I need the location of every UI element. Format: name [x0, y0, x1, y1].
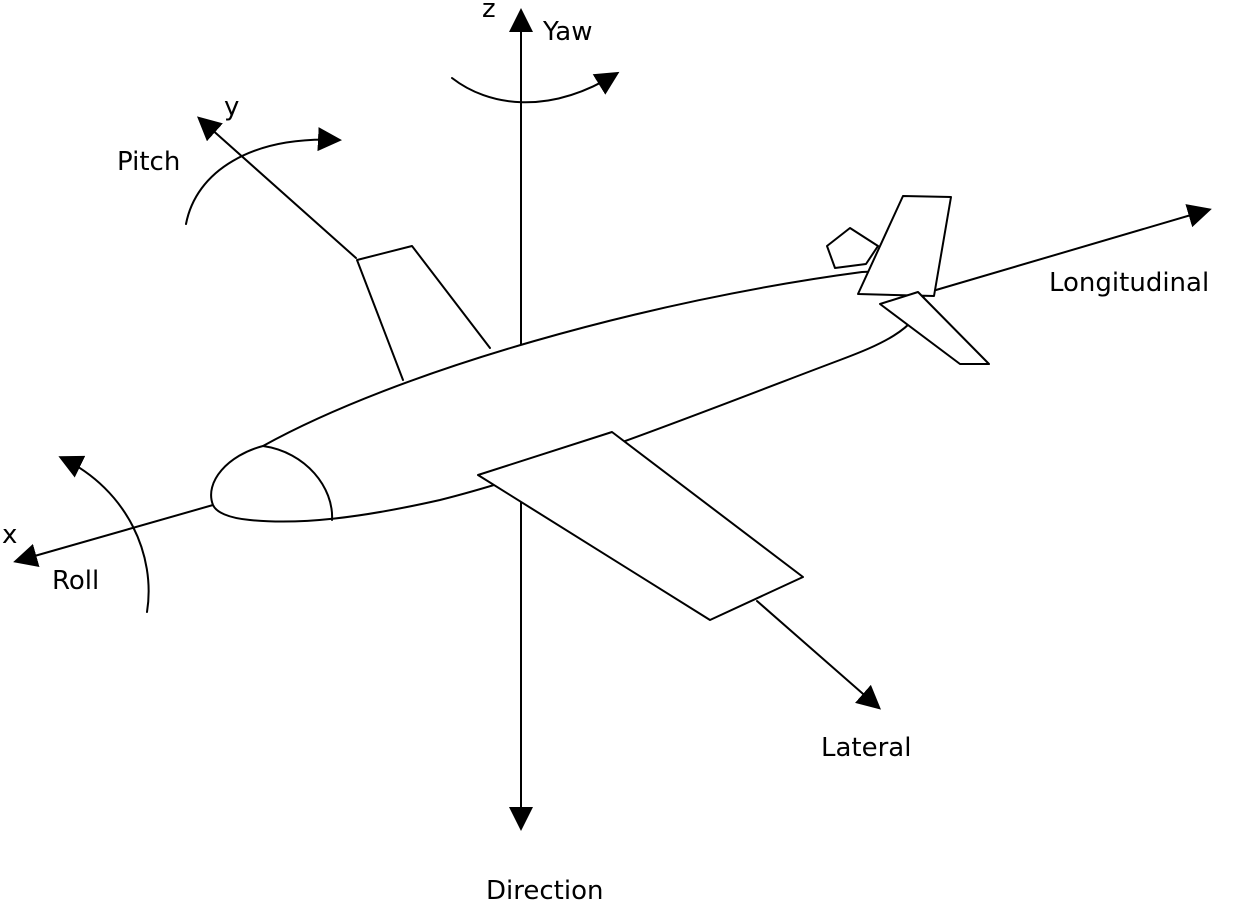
longitudinal-label: Longitudinal [1049, 268, 1210, 298]
direction-label: Direction [486, 876, 604, 906]
y-axis-line [197, 116, 357, 259]
tail-fin-small [826, 227, 879, 269]
fuselage [210, 270, 926, 523]
near-wing [477, 431, 804, 621]
cockpit-canopy [262, 445, 334, 521]
longitudinal-axis-line [935, 204, 1212, 291]
far-wing [356, 245, 491, 381]
pitch-label: Pitch [117, 147, 181, 177]
roll-rotation-arrow [58, 455, 150, 613]
lateral-label: Lateral [821, 733, 912, 763]
horizontal-stabilizer [879, 291, 990, 365]
x-axis-label: x [2, 520, 18, 550]
lateral-axis-line [756, 600, 882, 710]
x-axis-line [13, 504, 214, 568]
roll-label: Roll [52, 566, 100, 596]
pitch-rotation-arrow [185, 127, 342, 225]
yaw-label: Yaw [543, 17, 593, 47]
yaw-rotation-arrow [451, 71, 620, 104]
y-axis-label: y [224, 92, 240, 122]
z-axis-label: z [482, 0, 496, 24]
